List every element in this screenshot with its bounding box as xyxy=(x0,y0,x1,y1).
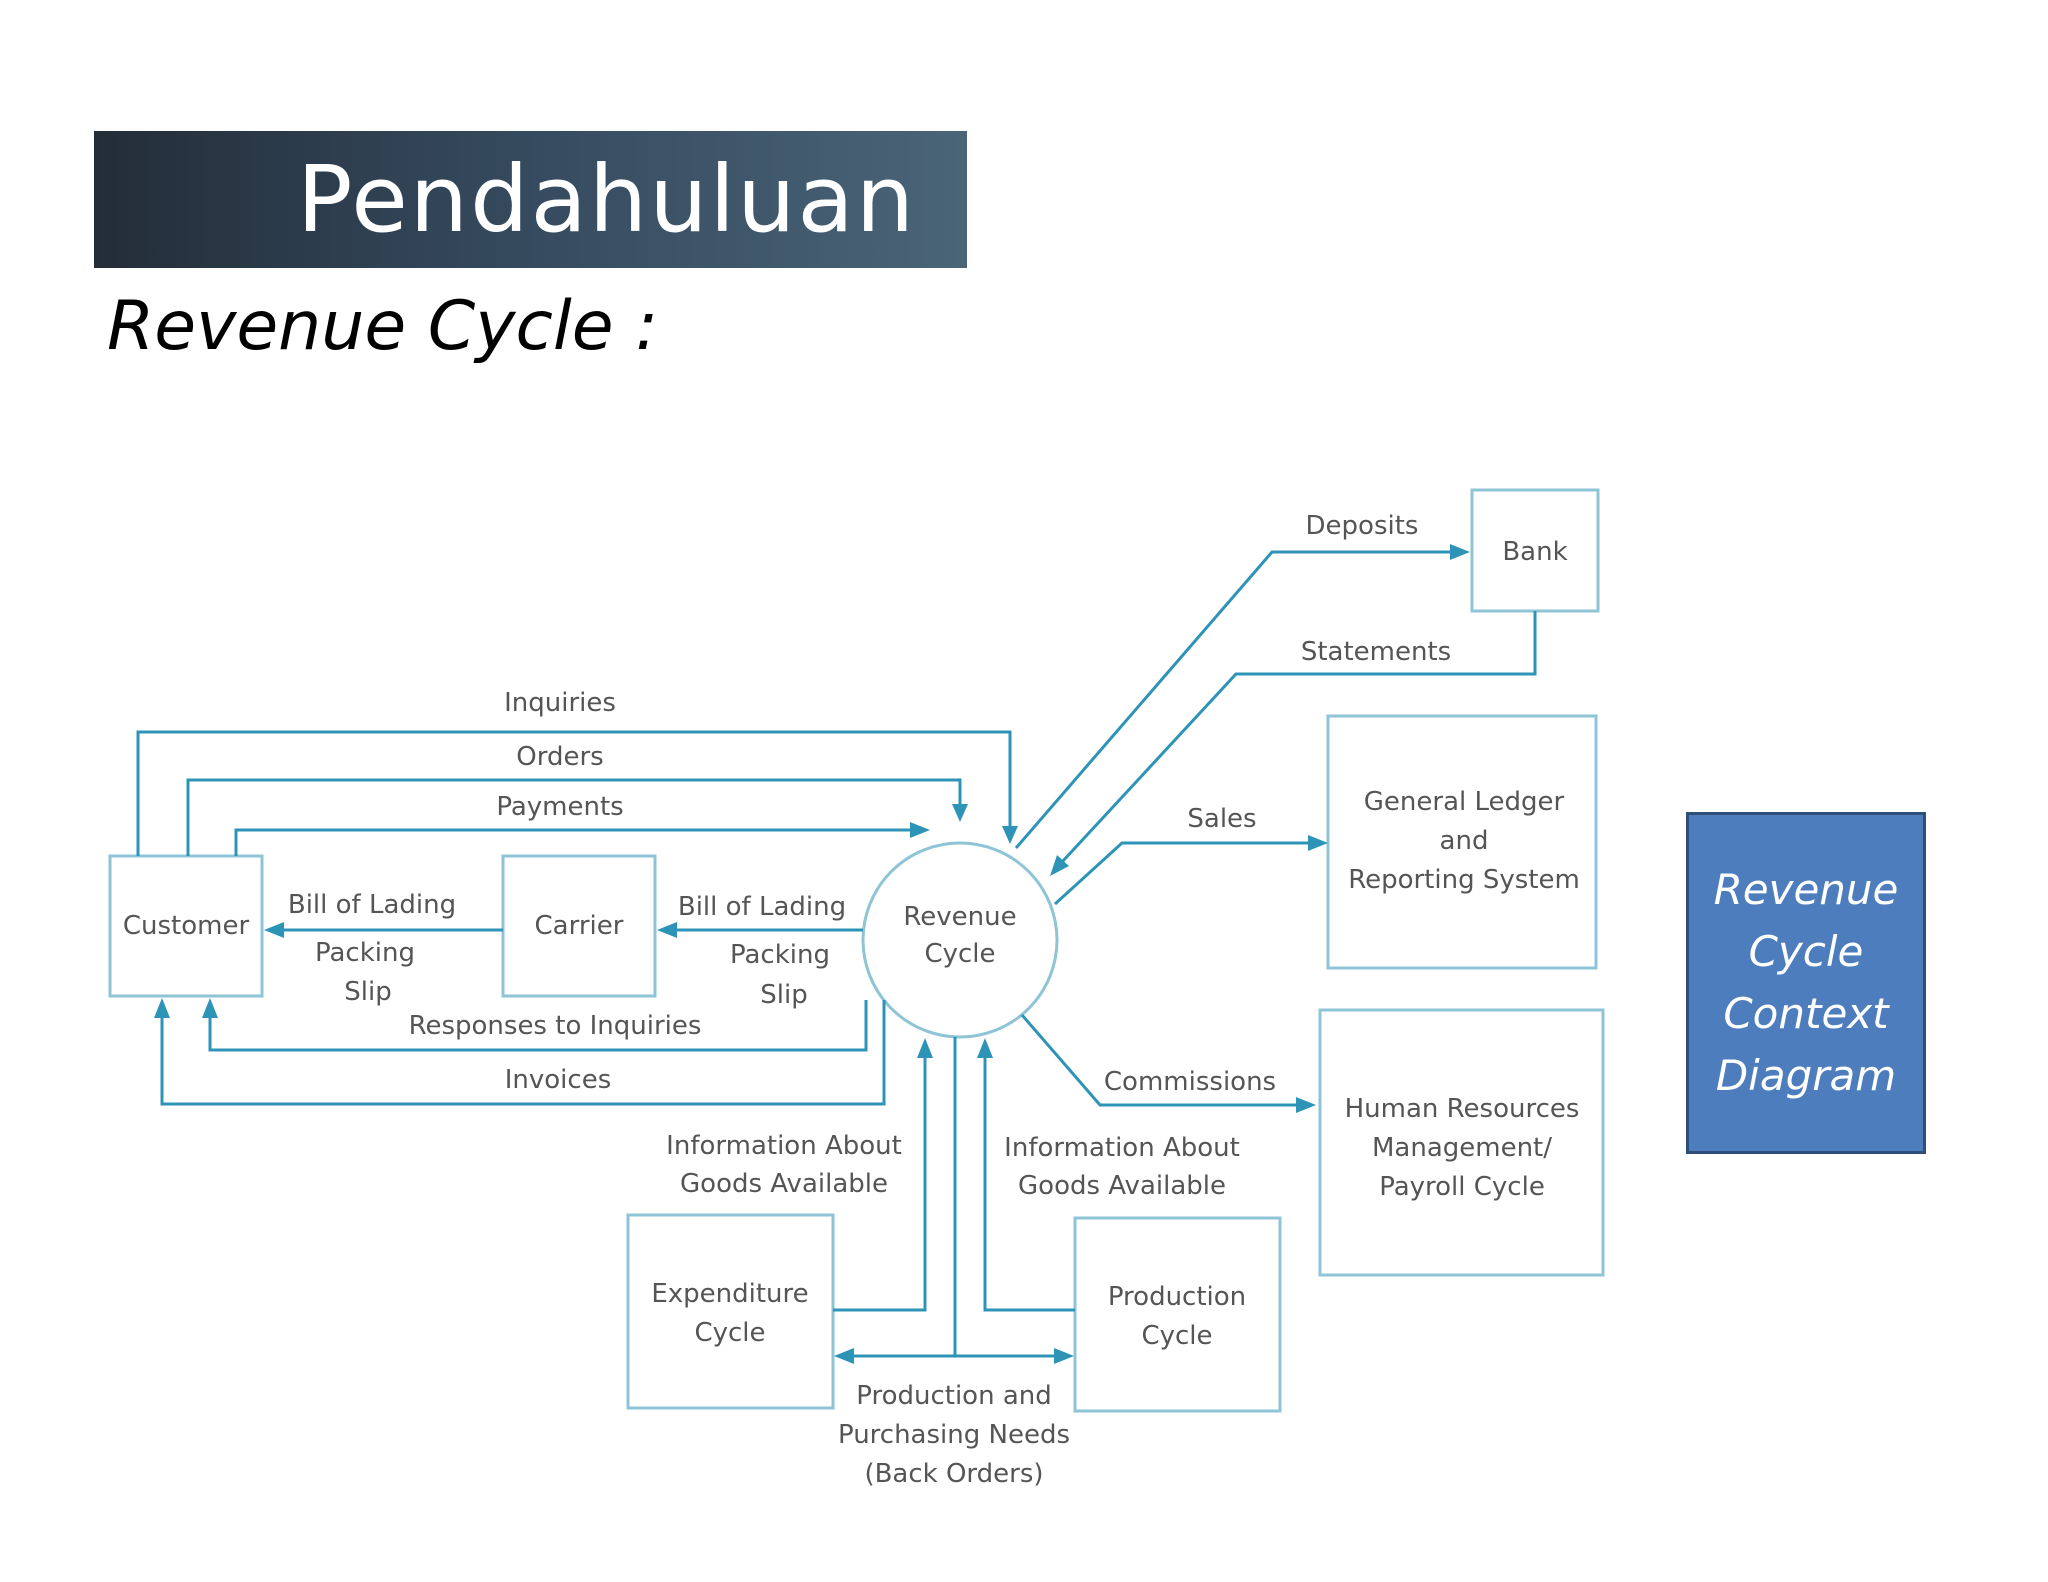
production-cycle-label-line2: Cycle xyxy=(1141,1321,1212,1351)
bol-carrier-label-line3: Slip xyxy=(760,980,807,1010)
revenue-cycle-label-line2: Cycle xyxy=(924,939,995,969)
commissions-flow xyxy=(1020,1014,1298,1107)
info-production-arrowhead xyxy=(977,1038,993,1058)
needs-label-line2: Purchasing Needs xyxy=(838,1420,1070,1450)
note-line: Context xyxy=(1723,989,1889,1038)
needs-label-line1: Production and xyxy=(856,1381,1052,1411)
inquiries-arrowhead xyxy=(1002,826,1018,844)
bol-carrier-label-line1: Bill of Lading xyxy=(678,892,846,922)
note-line: Diagram xyxy=(1715,1051,1897,1100)
responses-label: Responses to Inquiries xyxy=(409,1011,702,1041)
payments-flow xyxy=(234,828,912,856)
expenditure-cycle-label-line2: Cycle xyxy=(694,1318,765,1348)
bol-customer-label-line1: Bill of Lading xyxy=(288,890,456,920)
payments-label: Payments xyxy=(496,792,623,822)
needs-expenditure-arrowhead xyxy=(834,1348,854,1364)
needs-label-line3: (Back Orders) xyxy=(864,1459,1043,1489)
statements-label: Statements xyxy=(1301,637,1451,667)
general-ledger-label-line1: General Ledger xyxy=(1364,787,1565,817)
bol-customer-label-line3: Slip xyxy=(344,977,391,1007)
carrier-box xyxy=(501,854,657,998)
hr-payroll-box xyxy=(1318,1008,1605,1277)
expenditure-cycle-box xyxy=(626,1213,835,1410)
needs-production-arrowhead xyxy=(1054,1348,1074,1364)
sales-label: Sales xyxy=(1187,804,1256,834)
general-ledger-label-line2: and xyxy=(1440,826,1489,856)
info-expenditure-label-line1: Information About xyxy=(666,1131,902,1161)
bank-label: Bank xyxy=(1502,537,1567,567)
statements-arrowhead xyxy=(1050,855,1069,876)
slide-subtitle: Revenue Cycle : xyxy=(107,287,659,366)
sales-arrowhead xyxy=(1308,835,1328,851)
deposits-flow xyxy=(1014,550,1452,849)
info-expenditure-label-line2: Goods Available xyxy=(680,1169,888,1199)
carrier-label: Carrier xyxy=(535,911,624,941)
orders-arrowhead xyxy=(952,804,968,822)
general-ledger-box xyxy=(1326,714,1598,970)
context-diagram-note: Revenue Cycle Context Diagram xyxy=(1686,812,1926,1154)
production-cycle-box xyxy=(1073,1216,1282,1413)
general-ledger-label-line3: Reporting System xyxy=(1348,865,1580,895)
bol-carrier-arrowhead xyxy=(657,922,677,938)
invoices-flow xyxy=(160,1000,886,1106)
deposits-arrowhead xyxy=(1450,544,1470,560)
revenue-cycle-label-line1: Revenue xyxy=(903,902,1016,932)
info-production-label-line2: Goods Available xyxy=(1018,1171,1226,1201)
expenditure-cycle-label-line1: Expenditure xyxy=(651,1279,808,1309)
sales-flow xyxy=(1053,841,1310,906)
title-bar: Pendahuluan xyxy=(94,131,967,268)
customer-label: Customer xyxy=(123,911,250,941)
info-expenditure-arrowhead xyxy=(917,1038,933,1058)
responses-arrowhead xyxy=(202,998,218,1018)
deposits-label: Deposits xyxy=(1306,511,1419,541)
info-production-label-line1: Information About xyxy=(1004,1133,1240,1163)
invoices-arrowhead xyxy=(154,998,170,1018)
note-line: Cycle xyxy=(1748,927,1864,976)
orders-label: Orders xyxy=(516,742,603,772)
hr-payroll-label-line2: Management/ xyxy=(1372,1133,1552,1163)
note-line: Revenue xyxy=(1713,865,1899,914)
info-expenditure-flow xyxy=(833,1056,927,1312)
hr-payroll-label-line3: Payroll Cycle xyxy=(1379,1172,1545,1202)
hr-payroll-label-line1: Human Resources xyxy=(1345,1094,1580,1124)
commissions-label: Commissions xyxy=(1104,1067,1276,1097)
statements-flow xyxy=(1060,611,1537,864)
inquiries-label: Inquiries xyxy=(504,688,616,718)
bol-customer-label-line2: Packing xyxy=(315,938,415,968)
invoices-label: Invoices xyxy=(505,1065,612,1095)
slide-title: Pendahuluan xyxy=(297,146,917,253)
info-production-flow xyxy=(983,1056,1075,1312)
commissions-arrowhead xyxy=(1296,1097,1316,1113)
revenue-cycle-circle xyxy=(861,841,1059,1039)
responses-flow xyxy=(208,1000,868,1052)
payments-arrowhead xyxy=(910,822,930,838)
production-cycle-label-line1: Production xyxy=(1108,1282,1246,1312)
customer-box xyxy=(108,854,264,998)
bol-carrier-label-line2: Packing xyxy=(730,940,830,970)
orders-flow xyxy=(186,778,962,856)
bol-customer-arrowhead xyxy=(264,922,284,938)
inquiries-flow xyxy=(136,730,1012,856)
